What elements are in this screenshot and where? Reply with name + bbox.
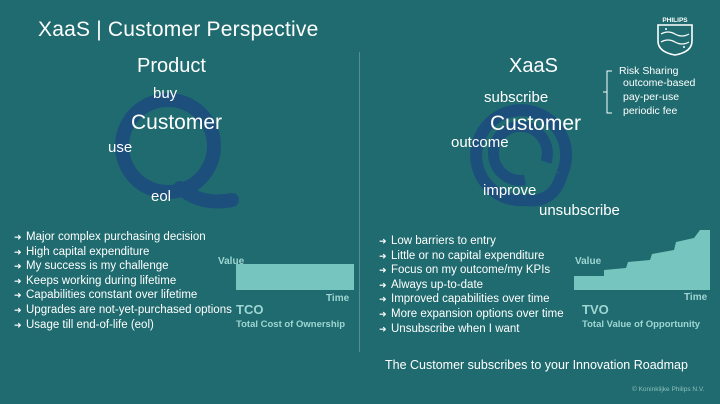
slide-title: XaaS | Customer Perspective (38, 18, 319, 41)
xaas-heading: XaaS (509, 55, 558, 77)
bullet-arrow-icon: ➜ (379, 294, 387, 305)
bullet-arrow-icon: ➜ (14, 319, 22, 330)
tco-time-axis-label: Time (326, 293, 350, 304)
use-label: use (108, 139, 133, 156)
list-item: ➜Major complex purchasing decision (14, 231, 206, 243)
bullet-arrow-icon: ➜ (379, 279, 387, 290)
xaas-loop-graphic (470, 104, 573, 207)
list-item: ➜Upgrades are not-yet-purchased options (14, 303, 232, 316)
list-item: ➜Unsubscribe when I want (379, 322, 520, 335)
bullet-arrow-icon: ➜ (379, 236, 387, 246)
tco-acronym: TCO (236, 302, 264, 317)
list-item: ➜More expansion options over time (379, 307, 564, 320)
subscribe-label: subscribe (484, 89, 549, 106)
bullet-arrow-icon: ➜ (14, 304, 22, 315)
center-divider (359, 52, 360, 352)
product-heading: Product (137, 55, 206, 77)
eol-label: eol (151, 188, 172, 205)
outcome-label: outcome (451, 134, 509, 151)
bullet-arrow-icon: ➜ (379, 250, 387, 261)
list-item: ➜Focus on my outcome/my KPIs (379, 264, 551, 277)
bullet-arrow-icon: ➜ (14, 232, 22, 242)
tvo-acronym: TVO (582, 302, 609, 317)
risk-sharing-bracket (603, 70, 612, 114)
tvo-value-axis-label: Value (575, 256, 602, 267)
bullet-arrow-icon: ➜ (379, 323, 387, 334)
tco-value-area (236, 264, 354, 290)
risk-sharing-title: Risk Sharing (619, 65, 679, 77)
tvo-full-name: Total Value of Opportunity (582, 319, 701, 330)
tco-area-chart (236, 264, 354, 290)
tco-full-name: Total Cost of Ownership (236, 319, 346, 330)
tco-value-axis-label: Value (218, 256, 245, 267)
bullet-arrow-icon: ➜ (14, 246, 22, 257)
buy-label: buy (153, 85, 178, 102)
list-item: ➜Improved capabilities over time (379, 293, 550, 306)
tagline: The Customer subscribes to your Innovati… (385, 358, 688, 372)
philips-logo: PHILIPS (657, 17, 693, 56)
product-loop-graphic (115, 93, 239, 209)
bullet-arrow-icon: ➜ (14, 290, 22, 301)
tvo-value-area (574, 230, 710, 290)
tvo-area-chart (574, 230, 710, 290)
bullet-arrow-icon: ➜ (379, 308, 387, 319)
product-bullet-list: ➜Major complex purchasing decision ➜High… (14, 230, 232, 332)
list-item: ➜Little or no capital expenditure (379, 249, 545, 262)
tvo-time-axis-label: Time (684, 292, 708, 303)
improve-label: improve (483, 182, 537, 199)
list-item: ➜Keeps working during lifetime (14, 274, 177, 287)
bullet-arrow-icon: ➜ (379, 265, 387, 276)
copyright-notice: © Koninklijke Philips N.V. (632, 386, 705, 393)
list-item: ➜My success is my challenge (14, 260, 169, 273)
bullet-arrow-icon: ➜ (14, 275, 22, 286)
risk-sharing-item: outcome-based (623, 77, 696, 89)
customer-label-left: Customer (131, 111, 223, 134)
xaas-bullet-list: ➜Low barriers to entry ➜Little or no cap… (379, 234, 564, 336)
risk-sharing-item: pay-per-use (623, 91, 680, 103)
philips-logo-text: PHILIPS (662, 17, 688, 24)
list-item: ➜Low barriers to entry (379, 235, 496, 247)
customer-label-right: Customer (490, 112, 582, 135)
unsubscribe-label: unsubscribe (539, 202, 620, 219)
list-item: ➜Capabilities constant over lifetime (14, 289, 198, 302)
list-item: ➜Usage till end-of-life (eol) (14, 318, 154, 331)
bullet-arrow-icon: ➜ (14, 261, 22, 272)
list-item: ➜Always up-to-date (379, 278, 484, 291)
risk-sharing-item: periodic fee (623, 105, 678, 117)
list-item: ➜High capital expenditure (14, 245, 150, 258)
